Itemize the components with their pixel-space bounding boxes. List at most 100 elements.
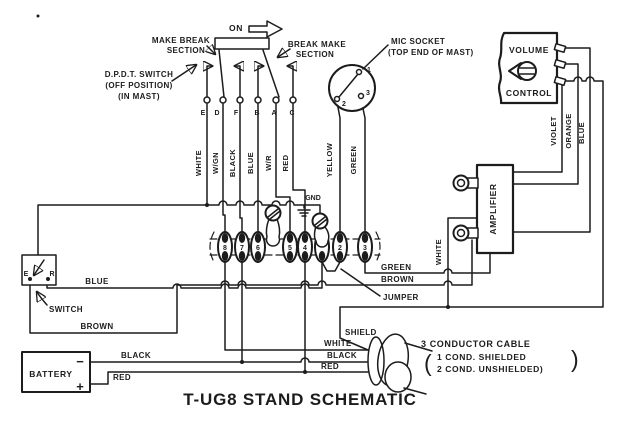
cable-note-2: 1 COND. SHIELDED	[437, 352, 526, 362]
cable-entry-ellipse	[367, 336, 385, 386]
mic-pin-1	[355, 68, 363, 76]
break-make-label-1: BREAK MAKE	[288, 40, 346, 49]
cable-note-paren-open: (	[424, 350, 432, 376]
lower-switch-contact-r	[46, 277, 50, 281]
contact-c-label: C	[289, 110, 294, 117]
contact-a-label: A	[271, 110, 276, 117]
cable-inner-end	[384, 361, 412, 393]
cable-black-label: BLACK	[327, 351, 357, 360]
battery-plus: +	[76, 379, 84, 394]
terminal-2: 2	[338, 245, 342, 252]
switch-blades	[218, 49, 280, 98]
gnd-screw-lug	[313, 225, 330, 248]
wire-label-yellow: YELLOW	[325, 142, 334, 177]
wire-white-mast	[37, 103, 305, 256]
break-make-leader	[278, 49, 291, 57]
wire-orange-volume	[512, 63, 579, 185]
wire-white-amplifier	[447, 217, 478, 308]
lower-switch-contact-e	[28, 277, 32, 281]
wire-label-white: WHITE	[194, 150, 203, 176]
wire-label-blue-right: BLUE	[577, 122, 586, 144]
terminal-8: 8	[223, 245, 227, 252]
cable-tails	[403, 342, 433, 395]
brown-row-label: BROWN	[381, 275, 414, 284]
lower-switch-body	[21, 254, 57, 286]
jumper-label: JUMPER	[383, 293, 419, 302]
contact-arm-f	[235, 66, 240, 98]
green-row-label: GREEN	[381, 263, 411, 272]
make-break-leader	[207, 46, 215, 54]
cable-red-label: RED	[321, 362, 339, 371]
wire-red-cable	[89, 261, 369, 385]
jumper-leader	[340, 268, 381, 297]
terminal-6: 6	[256, 245, 260, 252]
control-label: CONTROL	[506, 88, 552, 98]
wire-blue-volume	[512, 47, 591, 233]
conductor-cable	[367, 333, 433, 395]
junction-dot	[240, 360, 244, 364]
wire-shield-bus	[339, 76, 604, 351]
mic-pin-2	[333, 95, 341, 103]
dpdt-label-2: (OFF POSITION)	[105, 81, 172, 90]
terminal-strip-ends	[209, 231, 381, 263]
wire-yellow	[336, 101, 341, 234]
terminal-3: 3	[363, 245, 367, 252]
cable-white-label: WHITE	[324, 339, 352, 348]
switch-label: SWITCH	[49, 305, 83, 314]
dpdt-leader	[171, 65, 196, 82]
lower-switch: E R	[21, 254, 57, 286]
amplifier-ring-upper-hole	[456, 178, 466, 188]
volume-terminal-3	[553, 75, 567, 87]
wire-ground	[297, 204, 321, 217]
cable-note-paren-close: )	[571, 346, 579, 372]
mic-socket-leader	[362, 44, 389, 70]
contact-e-label: E	[201, 110, 206, 117]
wiring	[29, 47, 604, 385]
contact-arm-e	[207, 66, 212, 98]
junction-dot	[205, 203, 209, 207]
mic-socket-body	[328, 64, 376, 112]
mic-pin-3-label: 3	[366, 90, 370, 97]
amplifier-label: AMPLIFIER	[488, 183, 498, 234]
wire-brown-row	[29, 239, 473, 334]
switch-slider-bar	[214, 37, 270, 50]
mic-pin-2-label: 2	[342, 101, 346, 108]
mic-socket-label-1: MIC SOCKET	[391, 37, 445, 46]
dpdt-label-3: (IN MAST)	[118, 92, 160, 101]
on-direction-arrow	[248, 20, 283, 38]
wire-label-red: RED	[281, 154, 290, 171]
amplifier: AMPLIFIER	[452, 163, 515, 255]
wire-green-row	[364, 252, 491, 274]
volume-pot-shaft	[517, 61, 537, 81]
wire-label-white-amplifier: WHITE	[434, 239, 443, 265]
on-label: ON	[229, 23, 243, 33]
mic-pin-3	[357, 92, 365, 100]
battery-red-label: RED	[113, 373, 131, 382]
mic-socket: 1 2 3	[328, 64, 376, 112]
lower-switch-e-label: E	[24, 271, 29, 278]
break-make-label-2: SECTION	[296, 50, 334, 59]
battery: BATTERY − +	[21, 351, 91, 394]
wire-white-cable	[224, 261, 369, 351]
terminal-4: 4	[303, 245, 307, 252]
mic-pin-1-label: 1	[367, 67, 371, 74]
make-break-label-1: MAKE BREAK	[152, 36, 210, 45]
switch-leader	[37, 292, 48, 306]
shield-label: SHIELD	[345, 328, 377, 337]
wire-label-wr: W/R	[264, 155, 273, 171]
mic-socket-key	[338, 73, 359, 98]
terminal-lugs: 8 7 6 5 4 2 3	[217, 204, 373, 263]
blue-wire-label: BLUE	[85, 277, 109, 286]
contact-b-label: B	[254, 110, 259, 117]
wire-blue-row	[46, 261, 323, 289]
wire-jumper	[321, 261, 341, 272]
wire-wr	[275, 103, 291, 234]
contact-d-label: D	[214, 110, 219, 117]
contact-arm-c	[288, 66, 293, 98]
lower-switch-r-label: R	[49, 271, 54, 278]
wire-label-green-mic: GREEN	[349, 146, 358, 175]
wire-green-mic	[360, 98, 366, 234]
wire-red-mast	[292, 103, 306, 234]
terminal-5: 5	[288, 245, 292, 252]
